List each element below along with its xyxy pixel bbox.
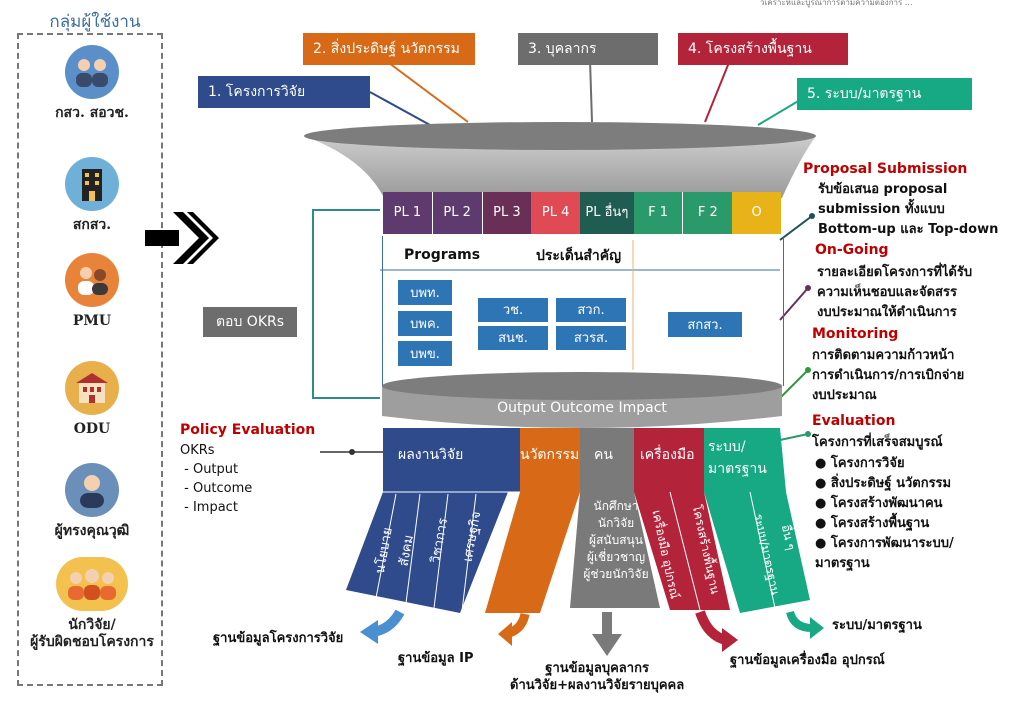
issues-label: ประเด็นสำคัญ <box>536 248 622 264</box>
monitoring-title: Monitoring <box>812 326 899 342</box>
platform-row: PL 1 PL 2 PL 3 PL 4 PL อื่นๆ F 1 F 2 O <box>383 192 781 236</box>
group-pmu[interactable]: PMU <box>19 253 165 330</box>
policy-title: Policy Evaluation <box>180 422 316 438</box>
top-note: วิเคราะห์และบูรณาการตามความต้องการ ... <box>760 0 913 7</box>
platform-o[interactable]: O <box>732 192 781 234</box>
group-researchers[interactable]: นักวิจัย/ ผู้รับผิดชอบโครงการ <box>19 557 165 651</box>
evaluation-item: ● สิ่งประดิษฐ์ นวัตกรรม <box>815 476 952 491</box>
evaluation-item: ● โครงสร้างพื้นฐาน <box>815 516 930 531</box>
proposal-title: Proposal Submission <box>803 161 968 177</box>
user-group-title: กลุ่มผู้ใช้งาน <box>49 12 141 32</box>
funnel-band-label: Output Outcome Impact <box>497 400 667 416</box>
flow-arrow-icon <box>145 212 219 264</box>
platform-f2[interactable]: F 2 <box>682 192 733 234</box>
user-group-panel: กสว. สอวช. สกสว. PMU ODU ผู้ทรงคุณวุฒิ น… <box>17 33 163 686</box>
db-research: ฐานข้อมูลโครงการวิจัย <box>213 631 344 646</box>
platform-pl4[interactable]: PL 4 <box>531 192 580 234</box>
funnel-body <box>382 236 784 386</box>
evaluation-list: ● โครงการวิจัย ● สิ่งประดิษฐ์ นวัตกรรม ●… <box>815 454 954 574</box>
category-infrastructure: 4. โครงสร้างพื้นฐาน <box>678 33 848 65</box>
output-system: ระบบ/ มาตรฐาน <box>708 439 767 477</box>
unit-box[interactable]: สวรส. <box>555 325 627 351</box>
category-research: 1. โครงการวิจัย <box>198 76 370 108</box>
unit-box[interactable]: บพท. <box>397 279 453 306</box>
output-innovation: นวัตกรรม <box>520 447 580 463</box>
group-odu[interactable]: ODU <box>19 361 165 438</box>
building-icon <box>65 157 119 211</box>
output-research: ผลงานวิจัย <box>398 447 464 463</box>
ongoing-title: On-Going <box>815 242 889 258</box>
policy-line: - Output <box>180 462 239 477</box>
group-tsri-nxpo[interactable]: กสว. สอวช. <box>19 45 165 122</box>
person-icon <box>65 463 119 517</box>
group-label: กสว. สอวช. <box>55 105 129 121</box>
output-tools: เครื่องมือ <box>640 447 695 463</box>
funnel-band <box>382 372 782 428</box>
group-label: ODU <box>73 421 111 437</box>
db-tools: ฐานข้อมูลเครื่องมือ อุปกรณ์ <box>730 653 885 668</box>
platform-f1[interactable]: F 1 <box>633 192 683 234</box>
category-system: 5. ระบบ/มาตรฐาน <box>797 78 972 110</box>
proposal-text: รับข้อเสนอ proposal submission ทั้งแบบ B… <box>818 182 999 237</box>
unit-box[interactable]: สวก. <box>555 297 627 323</box>
people-icon <box>65 45 119 99</box>
school-icon <box>65 361 119 415</box>
ongoing-text: รายละเอียดโครงการที่ได้รับ ความเห็นชอบแล… <box>817 265 973 320</box>
unit-box[interactable]: วช. <box>477 297 549 323</box>
policy-line: - Outcome <box>180 481 253 496</box>
policy-list: OKRs - Output - Outcome - Impact <box>180 441 252 517</box>
policy-line: OKRs <box>180 443 215 458</box>
evaluation-item: ● โครงสร้างพัฒนาคน <box>815 496 943 511</box>
db-system: ระบบ/มาตรฐาน <box>832 618 922 633</box>
group-label: นักวิจัย/ ผู้รับผิดชอบโครงการ <box>30 617 154 650</box>
db-ip: ฐานข้อมูล IP <box>398 651 474 666</box>
team-icon <box>65 253 119 307</box>
platform-pl1[interactable]: PL 1 <box>383 192 432 234</box>
unit-box[interactable]: สกสว. <box>667 311 743 338</box>
evaluation-title: Evaluation <box>812 413 896 429</box>
unit-box[interactable]: สนช. <box>477 325 549 351</box>
unit-box[interactable]: บพค. <box>397 310 453 337</box>
evaluation-text: โครงการที่เสร็จสมบูรณ์ <box>812 435 943 450</box>
evaluation-item: ● โครงการวิจัย <box>815 456 905 471</box>
db-personnel: ฐานข้อมูลบุคลากร ด้านวิจัย+ผลงานวิจัยราย… <box>510 661 685 693</box>
group-label: ผู้ทรงคุณวุฒิ <box>54 523 130 539</box>
group-label: สกสว. <box>72 217 112 233</box>
unit-box[interactable]: บพข. <box>397 340 453 367</box>
okr-label: ตอบ OKRs <box>203 307 297 337</box>
platform-pl2[interactable]: PL 2 <box>431 192 482 234</box>
platform-pl3[interactable]: PL 3 <box>481 192 532 234</box>
monitoring-text: การติดตามความก้าวหน้า การดำเนินการ/การเบ… <box>812 348 965 403</box>
group-tsri-office[interactable]: สกสว. <box>19 157 165 234</box>
category-innovation: 2. สิ่งประดิษฐ์ นวัตกรรม <box>303 33 475 65</box>
funnel-top <box>304 122 816 198</box>
researchers-icon <box>56 557 128 611</box>
programs-label: Programs <box>404 247 481 263</box>
policy-line: - Impact <box>180 500 238 515</box>
platform-other[interactable]: PL อื่นๆ <box>580 192 634 234</box>
category-personnel: 3. บุคลากร <box>518 33 658 65</box>
people-sub: นักศึกษา นักวิจัย ผู้สนับสนุน ผู้เชี่ยวช… <box>583 499 649 581</box>
group-label: PMU <box>72 313 112 329</box>
evaluation-item: ● โครงการพัฒนาระบบ/ มาตรฐาน <box>815 536 954 571</box>
output-shapes <box>346 428 810 613</box>
output-people: คน <box>594 447 613 463</box>
group-experts[interactable]: ผู้ทรงคุณวุฒิ <box>19 463 165 540</box>
